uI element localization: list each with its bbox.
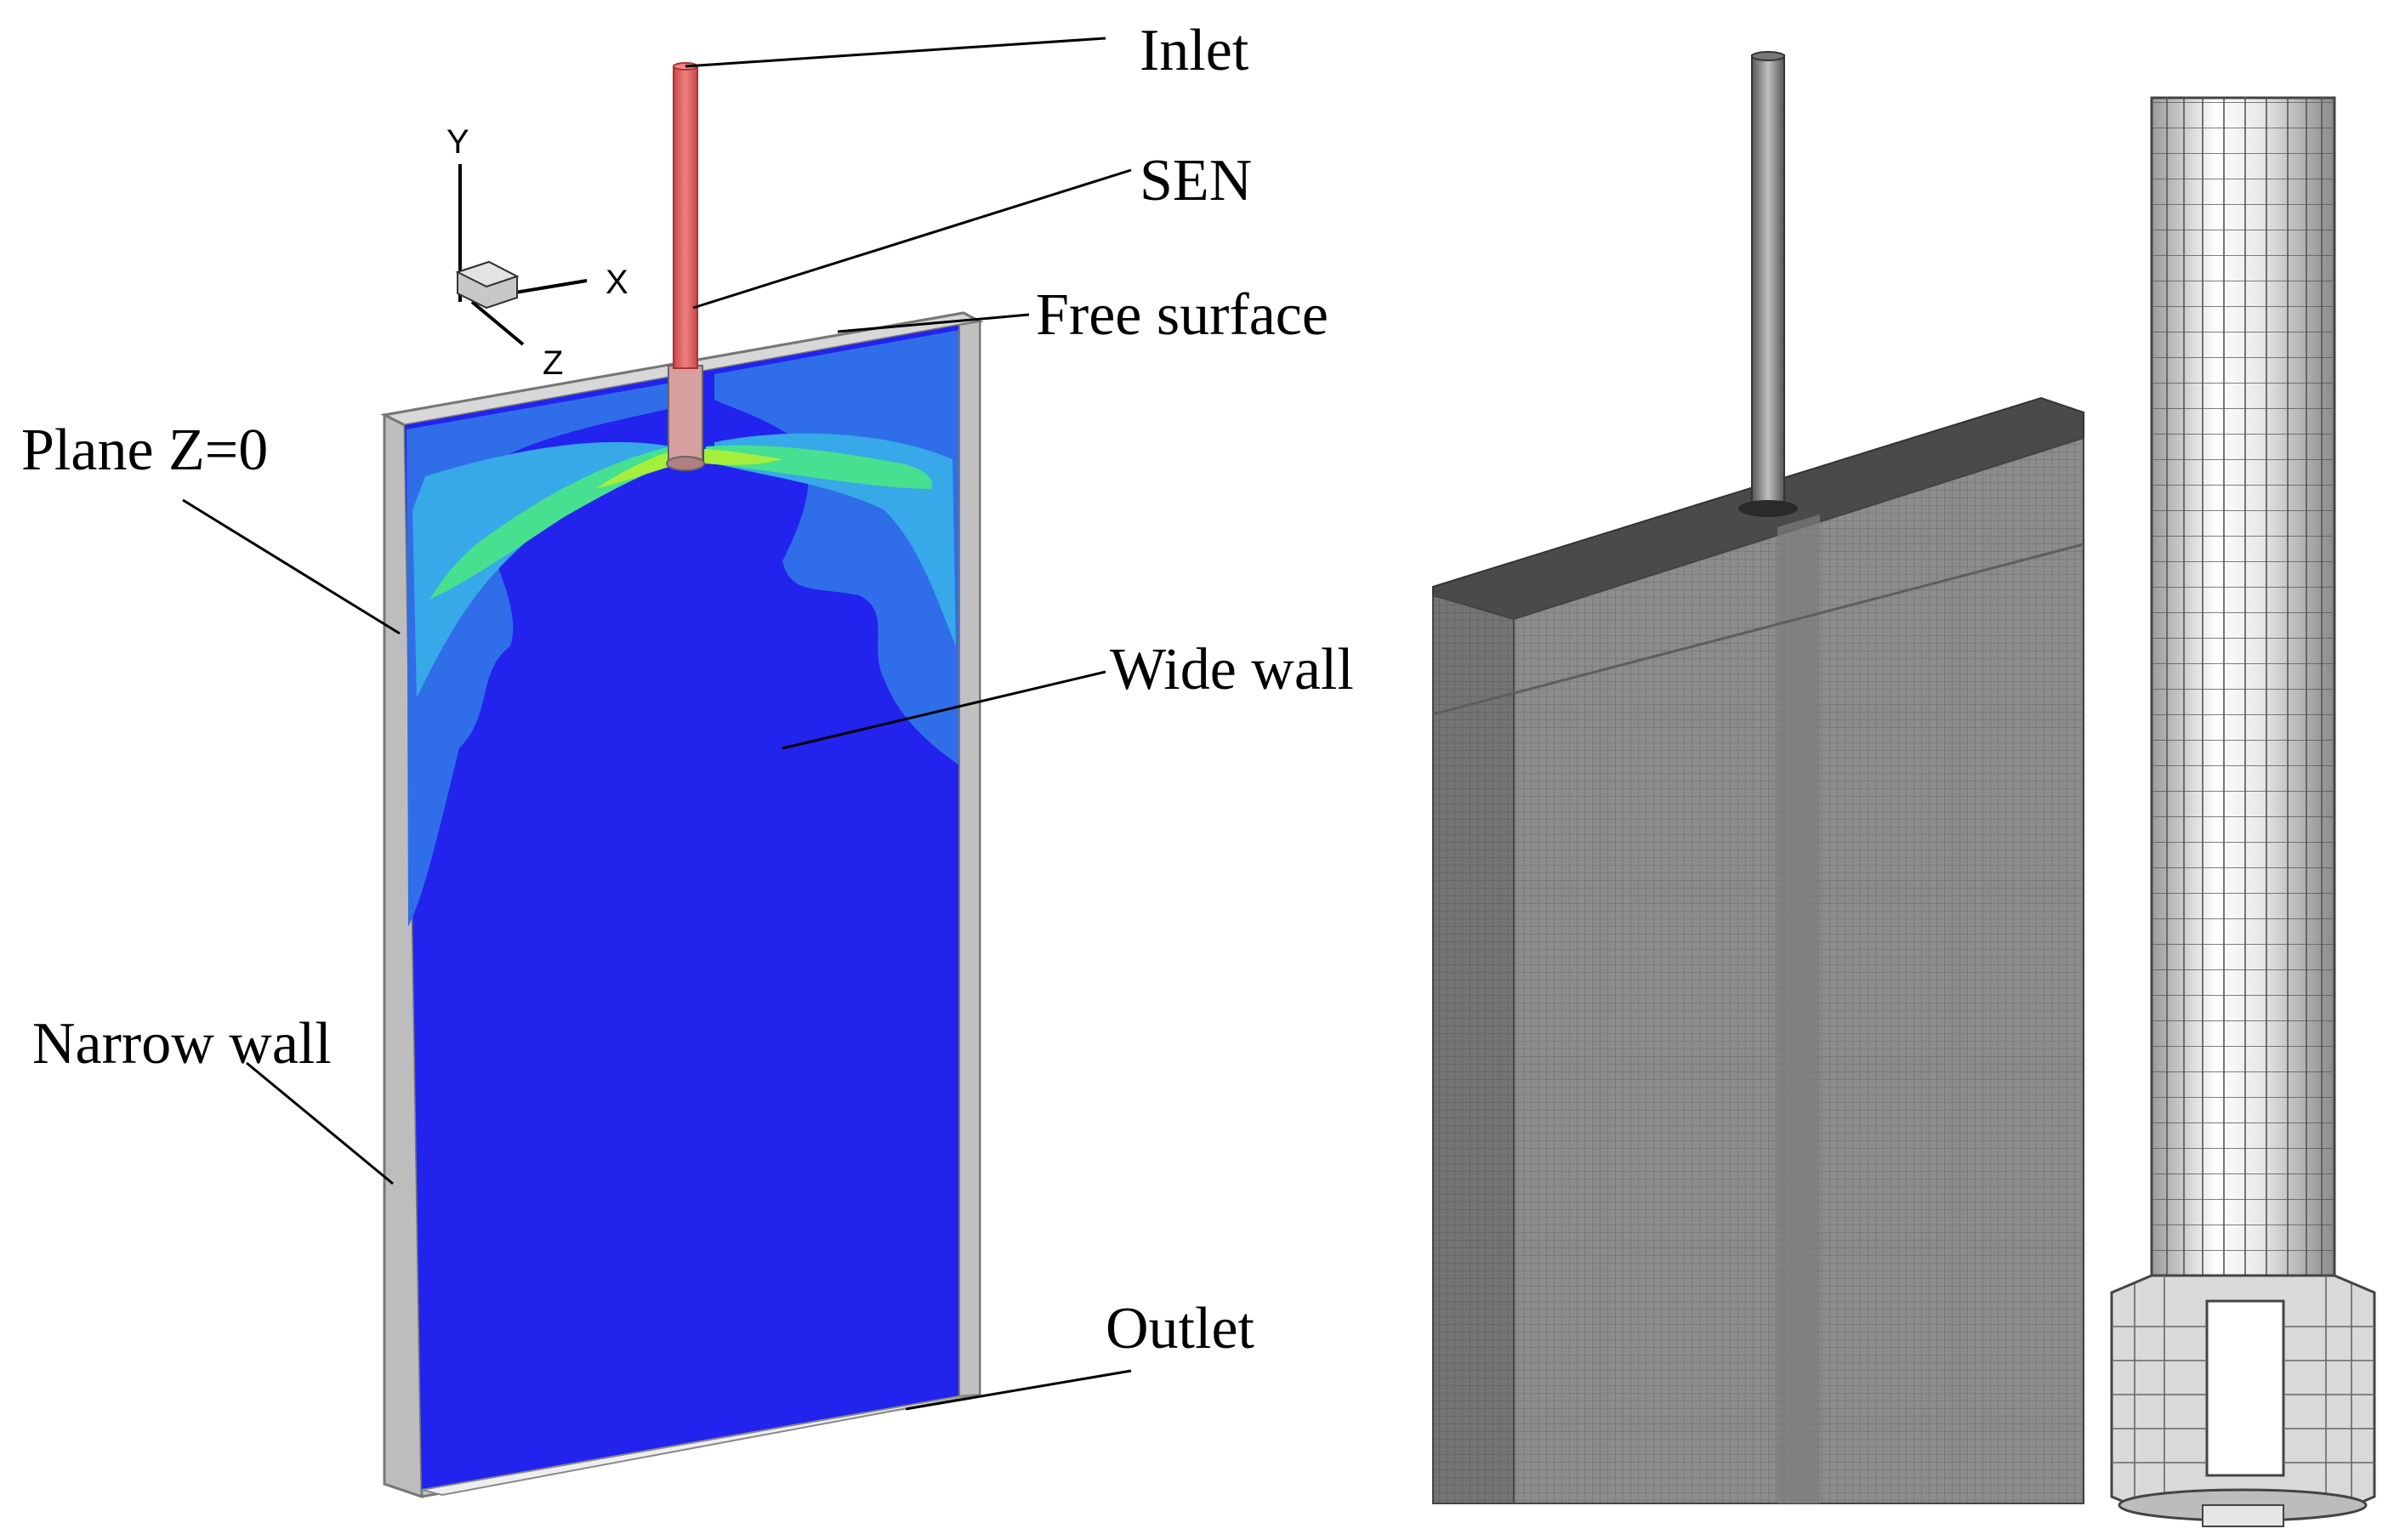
narrow-wall-leader <box>246 1061 394 1185</box>
sen-port-opening <box>2205 1299 2285 1477</box>
sen-tube-grid <box>2152 98 2334 1293</box>
jet-left <box>429 446 676 600</box>
sen-nozzle <box>668 365 703 464</box>
plane-z0-leader <box>182 498 401 635</box>
contour-low-velocity-right <box>714 330 959 765</box>
narrow-wall-right <box>958 320 981 1398</box>
axis-z-label: Z <box>543 344 563 382</box>
free-surface-leader <box>837 313 1030 333</box>
mesh-band-line <box>1432 543 2084 716</box>
jet-peak-left <box>595 449 680 489</box>
wide-wall-leader <box>782 670 1106 750</box>
label-wide-wall: Wide wall <box>1110 637 1354 702</box>
label-outlet: Outlet <box>1106 1296 1255 1361</box>
sen-port-grid <box>2112 1276 2374 1514</box>
inlet-leader <box>685 37 1106 68</box>
outlet-leader <box>905 1369 1132 1411</box>
mold-mesh-view <box>1432 51 2084 1504</box>
inlet-pipe <box>673 65 698 369</box>
label-free-surface: Free surface <box>1036 282 1328 348</box>
plane-z0-contour <box>405 325 961 1490</box>
mesh-front-face <box>1432 594 1515 1504</box>
label-narrow-wall: Narrow wall <box>32 1011 332 1077</box>
axis-y-label: Y <box>446 123 469 161</box>
label-sen: SEN <box>1140 148 1252 213</box>
mold-contour-view: Y X Z Inlet SEN Free surface Plane Z=0 W… <box>21 18 1354 1499</box>
sen-leader <box>692 168 1132 310</box>
mesh-sen-top <box>1751 51 1785 61</box>
axis-triad: Y X Z <box>446 123 628 382</box>
outlet-edge <box>421 1394 981 1497</box>
contour-mid-left <box>412 441 672 697</box>
mesh-refinement-band <box>1777 514 1820 1503</box>
sen-mesh-detail <box>2110 96 2376 1527</box>
label-plane-z0: Plane Z=0 <box>21 418 268 483</box>
label-inlet: Inlet <box>1140 18 1249 83</box>
sen-tube-meridians <box>2166 98 2323 1293</box>
jet-peak-right <box>704 449 782 465</box>
axis-x-label: X <box>606 264 628 301</box>
mesh-sen-base <box>1738 500 1798 517</box>
mesh-sen-pipe <box>1751 54 1785 511</box>
sen-nozzle-bottom <box>666 456 705 471</box>
sen-tip <box>2202 1504 2284 1527</box>
narrow-wall-face <box>383 412 424 1499</box>
